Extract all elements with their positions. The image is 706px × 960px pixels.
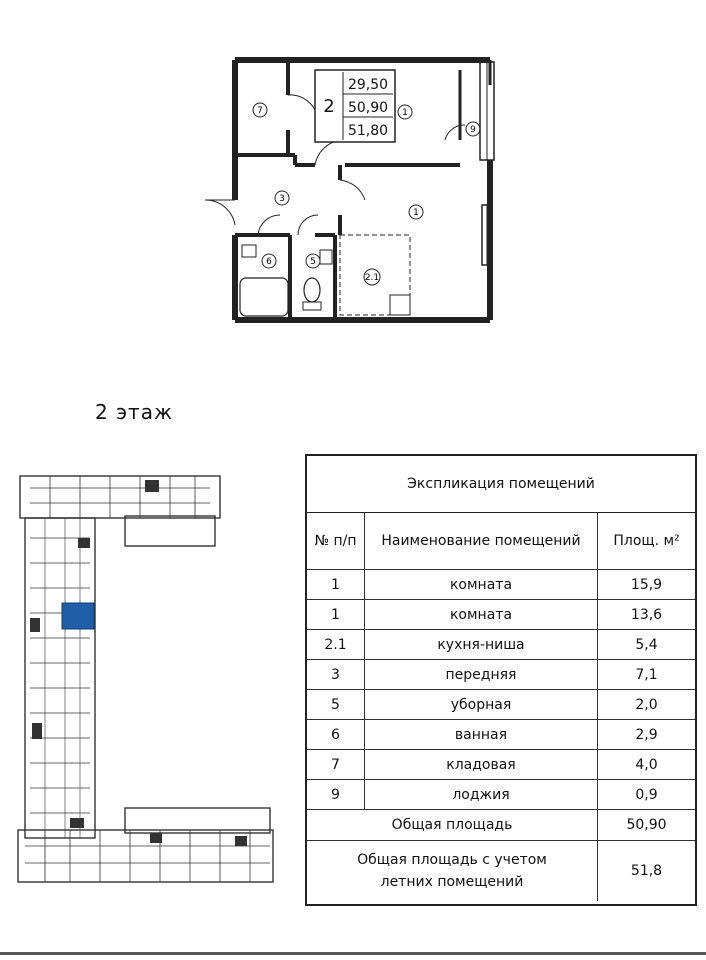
total-label: Общая площадь	[307, 809, 598, 841]
room-tag-9: 9	[470, 125, 476, 135]
row-name: комната	[364, 569, 598, 600]
table-header-row: № п/п Наименование помещений Площ. м²	[307, 513, 695, 570]
room-tag-1-top: 1	[402, 108, 408, 118]
highlighted-apartment-marker	[61, 602, 95, 630]
row-area: 7,1	[597, 659, 695, 690]
row-area: 4,0	[597, 749, 695, 780]
header-name: Наименование помещений	[364, 513, 598, 570]
room-tag-6: 6	[266, 257, 272, 267]
explication-table: Экспликация помещений № п/п Наименование…	[305, 454, 697, 906]
row-name: лоджия	[364, 779, 598, 810]
floor-plan-drawing: 7 1 9 3 1 6 5 2.1 2 29,50 50,90 51,80	[204, 57, 495, 323]
room-tag-7: 7	[257, 106, 263, 116]
area-living: 29,50	[348, 77, 388, 93]
row-area: 0,9	[597, 779, 695, 810]
row-num: 6	[307, 719, 365, 750]
building-scheme-drawing	[17, 475, 274, 883]
total-summer-row: Общая площадь с учетом летних помещений …	[307, 840, 695, 901]
row-name: передняя	[364, 659, 598, 690]
total-row: Общая площадь 50,90	[307, 809, 695, 841]
row-area: 5,4	[597, 629, 695, 660]
floor-label: 2 этаж	[95, 400, 173, 424]
row-num: 9	[307, 779, 365, 810]
row-num: 3	[307, 659, 365, 690]
room-tag-2-1: 2.1	[365, 273, 379, 283]
header-area: Площ. м²	[597, 513, 695, 570]
table-row: 2.1 кухня-ниша 5,4	[307, 629, 695, 660]
explication-title: Экспликация помещений	[307, 456, 695, 513]
row-area: 13,6	[597, 599, 695, 630]
row-num: 2.1	[307, 629, 365, 660]
row-num: 1	[307, 569, 365, 600]
room-tag-5: 5	[310, 257, 316, 267]
area-with-summer: 51,80	[348, 123, 388, 139]
table-row: 1 комната 15,9	[307, 569, 695, 600]
row-name: ванная	[364, 719, 598, 750]
rooms-count: 2	[323, 96, 334, 117]
total-summer-value: 51,8	[597, 840, 695, 901]
header-num: № п/п	[307, 513, 365, 570]
row-name: кладовая	[364, 749, 598, 780]
total-summer-label: Общая площадь с учетом летних помещений	[307, 840, 598, 901]
row-num: 5	[307, 689, 365, 720]
row-num: 7	[307, 749, 365, 780]
row-area: 15,9	[597, 569, 695, 600]
area-total: 50,90	[348, 100, 388, 116]
row-area: 2,0	[597, 689, 695, 720]
building-floor-scheme	[10, 468, 290, 890]
explication-grid: № п/п Наименование помещений Площ. м² 1 …	[307, 513, 695, 901]
row-num: 1	[307, 599, 365, 630]
room-tag-3: 3	[279, 194, 285, 204]
table-row: 9 лоджия 0,9	[307, 779, 695, 810]
row-area: 2,9	[597, 719, 695, 750]
table-row: 5 уборная 2,0	[307, 689, 695, 720]
total-value: 50,90	[597, 809, 695, 841]
bottom-divider	[0, 952, 706, 955]
row-name: уборная	[364, 689, 598, 720]
table-row: 7 кладовая 4,0	[307, 749, 695, 780]
room-tag-1-right: 1	[413, 208, 419, 218]
row-name: комната	[364, 599, 598, 630]
table-row: 3 передняя 7,1	[307, 659, 695, 690]
apartment-floor-plan: 7 1 9 3 1 6 5 2.1 2 29,50 50,90 51,80	[190, 40, 510, 340]
table-row: 6 ванная 2,9	[307, 719, 695, 750]
row-name: кухня-ниша	[364, 629, 598, 660]
table-row: 1 комната 13,6	[307, 599, 695, 630]
